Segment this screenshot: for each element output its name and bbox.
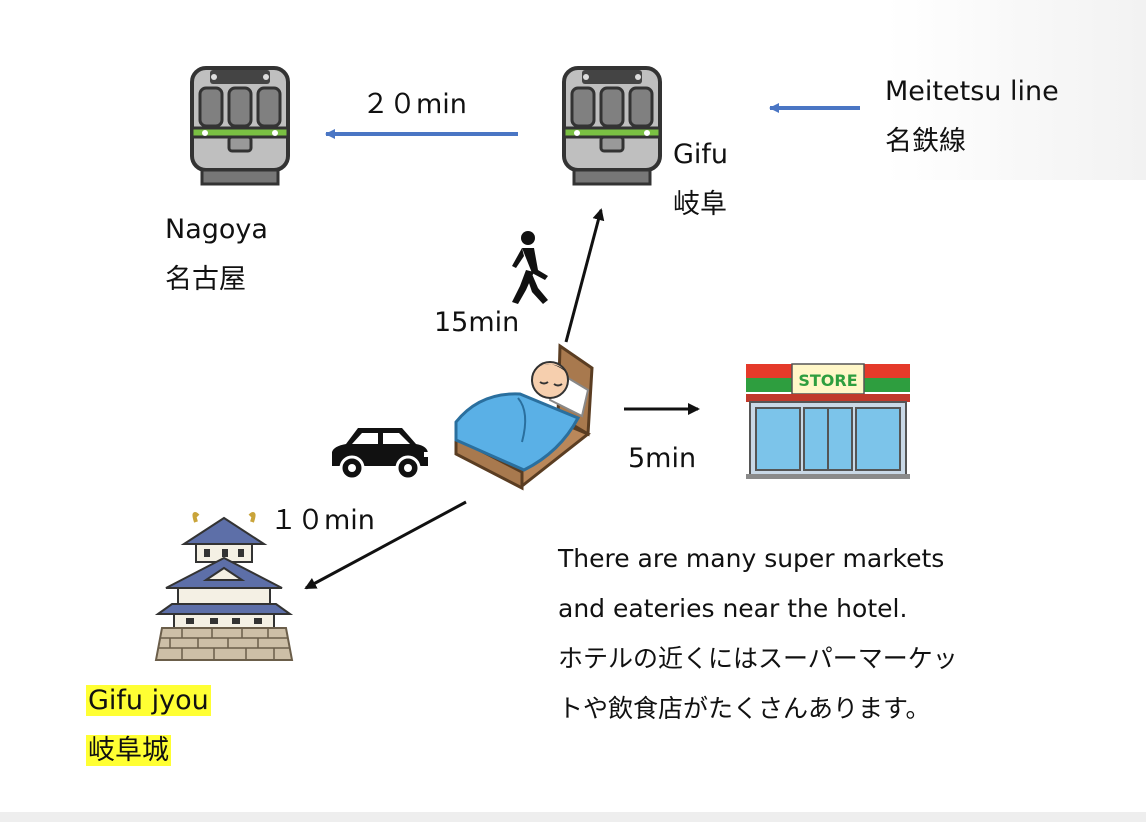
arrow-hotel-to-castle xyxy=(304,500,467,590)
car-icon xyxy=(332,428,430,481)
store-sign: STORE xyxy=(798,371,857,390)
station-gifu-en: Gifu xyxy=(673,139,729,170)
castle-name-ja: 岐阜城 xyxy=(86,735,171,766)
store-icon: STORE xyxy=(746,363,910,479)
note-line: There are many super markets xyxy=(558,544,945,573)
castle-name-en: Gifu jyou xyxy=(86,685,211,716)
station-nagoya-en: Nagoya xyxy=(165,214,268,245)
background-fade xyxy=(886,0,1146,180)
route-time-store: 5min xyxy=(628,443,697,474)
train-icon xyxy=(190,66,290,186)
route-time-drive: １０min xyxy=(270,505,375,536)
walker-icon xyxy=(512,231,548,304)
note-line: ホテルの近くにはスーパーマーケッ xyxy=(558,644,958,673)
note-line: トや飲食店がたくさんあります。 xyxy=(558,694,931,723)
station-gifu-ja: 岐阜 xyxy=(673,189,727,220)
bed-icon xyxy=(454,343,594,491)
train-icon xyxy=(562,66,662,186)
route-time-gifu-nagoya: ２０min xyxy=(362,89,467,120)
note-line: and eateries near the hotel. xyxy=(558,594,908,623)
hotel-note: There are many super markets and eaterie… xyxy=(558,534,1038,734)
route-time-walk: 15min xyxy=(434,307,520,338)
line-name-ja: 名鉄線 xyxy=(885,126,966,157)
line-name-en: Meitetsu line xyxy=(885,76,1059,107)
bottom-band xyxy=(0,812,1146,822)
station-nagoya-ja: 名古屋 xyxy=(165,264,246,295)
arrow-hotel-to-gifu xyxy=(564,208,605,343)
castle-icon xyxy=(154,512,294,661)
